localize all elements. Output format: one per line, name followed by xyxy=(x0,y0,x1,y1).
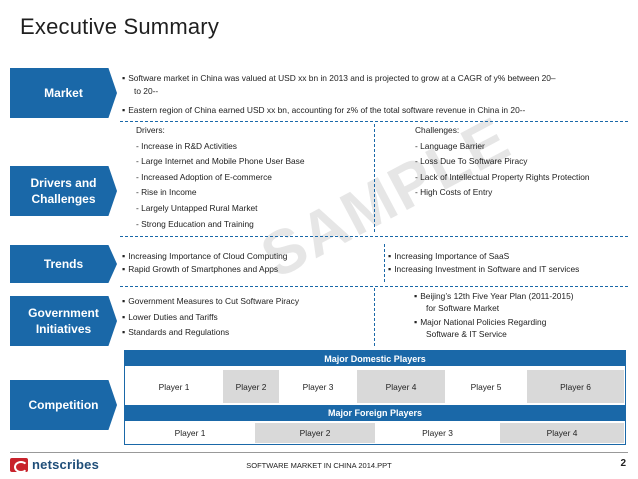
foreign-player: Player 3 xyxy=(422,428,453,438)
gov-item: Government Measures to Cut Software Pira… xyxy=(122,294,372,310)
domestic-player: Player 1 xyxy=(158,381,190,392)
government-right: Beijing’s 12th Five Year Plan (2011-2015… xyxy=(414,290,628,340)
divider xyxy=(374,124,375,232)
divider xyxy=(374,288,375,346)
market-bullets: Software market in China was valued at U… xyxy=(122,72,628,117)
driver-item: - Rise in Income xyxy=(136,187,197,198)
domestic-player: Player 2 xyxy=(223,370,279,403)
challenges-list: Challenges: - Language Barrier - Loss Du… xyxy=(415,123,630,201)
domestic-player: Player 4 xyxy=(357,370,445,403)
netscribes-logo: netscribes xyxy=(10,457,99,473)
divider xyxy=(120,236,628,237)
trend-item: Increasing Importance of SaaS xyxy=(388,250,628,263)
trends-label: Trends xyxy=(10,245,117,283)
logo-icon xyxy=(10,457,28,473)
domestic-player: Player 3 xyxy=(302,381,334,392)
foreign-player: Player 1 xyxy=(174,428,206,438)
challenge-item: - High Costs of Entry xyxy=(415,187,493,198)
challenge-item: - Lack of Intellectual Property Rights P… xyxy=(415,171,590,182)
competition-table: Major Domestic Players Player 1 Player 2… xyxy=(124,350,626,445)
divider xyxy=(384,244,385,282)
gov-item: Lower Duties and Tariffs xyxy=(122,310,372,326)
footer-title: SOFTWARE MARKET IN CHINA 2014.PPT xyxy=(246,461,392,470)
drivers-heading: Drivers: xyxy=(136,125,165,135)
market-label: Market xyxy=(10,68,117,118)
domestic-player: Player 6 xyxy=(527,370,624,403)
domestic-player: Player 5 xyxy=(470,381,502,392)
market-bullet-1-cont: to 20-- xyxy=(134,86,159,96)
driver-item: - Largely Untapped Rural Market xyxy=(136,202,258,213)
gov-item: Major National Policies Regarding xyxy=(414,316,628,328)
foreign-player: Player 4 xyxy=(500,423,624,443)
page-number: 2 xyxy=(620,458,626,469)
gov-item: Standards and Regulations xyxy=(122,325,372,341)
driver-item: - Increased Adoption of E-commerce xyxy=(136,171,272,182)
challenge-item: - Loss Due To Software Piracy xyxy=(415,156,528,167)
trend-item: Increasing Investment in Software and IT… xyxy=(388,263,628,276)
divider xyxy=(120,286,628,287)
challenge-item: - Language Barrier xyxy=(415,140,485,151)
trends-left: Increasing Importance of Cloud Computing… xyxy=(122,250,372,276)
footer-divider xyxy=(10,452,628,453)
driver-item: - Large Internet and Mobile Phone User B… xyxy=(136,156,305,167)
trend-item: Increasing Importance of Cloud Computing xyxy=(122,250,372,263)
domestic-players-row: Player 1 Player 2 Player 3 Player 4 Play… xyxy=(125,370,625,403)
trends-right: Increasing Importance of SaaS Increasing… xyxy=(388,250,628,276)
competition-label: Competition xyxy=(10,380,117,430)
divider xyxy=(120,121,628,122)
foreign-players-heading: Major Foreign Players xyxy=(125,405,625,421)
drivers-list: Drivers: - Increase in R&D Activities - … xyxy=(136,123,376,232)
slide-title: Executive Summary xyxy=(20,14,220,39)
market-bullet-2: Eastern region of China earned USD xx bn… xyxy=(122,104,628,117)
market-bullet-1: Software market in China was valued at U… xyxy=(122,72,628,85)
foreign-player: Player 2 xyxy=(255,423,375,443)
domestic-players-heading: Major Domestic Players xyxy=(125,351,625,366)
government-left: Government Measures to Cut Software Pira… xyxy=(122,294,372,341)
trend-item: Rapid Growth of Smartphones and Apps xyxy=(122,263,372,276)
gov-item: Beijing’s 12th Five Year Plan (2011-2015… xyxy=(414,290,628,302)
foreign-players-row: Player 1 Player 2 Player 3 Player 4 xyxy=(125,423,625,443)
challenges-heading: Challenges: xyxy=(415,125,460,135)
driver-item: - Strong Education and Training xyxy=(136,218,254,229)
driver-item: - Increase in R&D Activities xyxy=(136,140,237,151)
